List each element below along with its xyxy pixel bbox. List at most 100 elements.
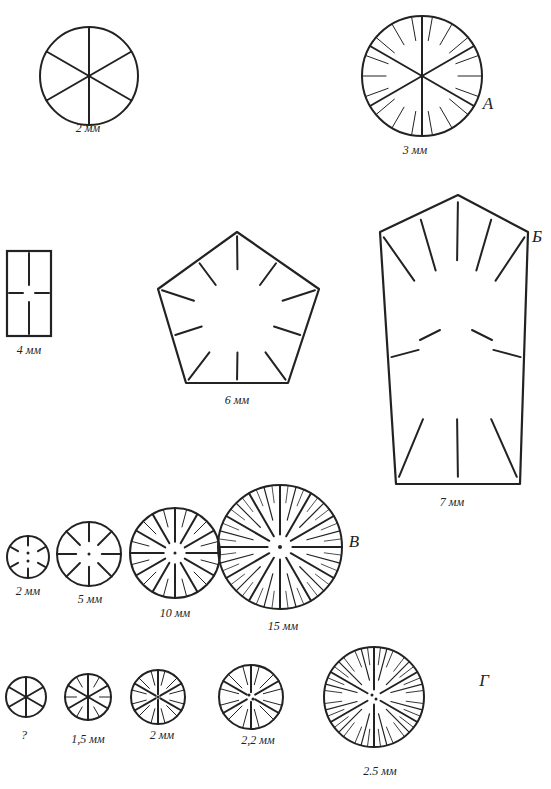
septum-line [476,220,491,271]
section-outline [158,232,319,383]
septum-line [162,290,194,300]
septum-line [392,107,404,128]
septum-line [404,678,420,685]
center-dot [157,696,160,699]
septum-line [167,678,178,689]
septum-line [220,554,253,563]
septum-line [98,531,112,545]
septum-line [87,674,89,697]
septum-line [400,667,414,678]
septum-line [88,697,108,709]
septum-line [200,263,216,285]
septum-line [174,508,176,542]
septum-line [220,531,253,540]
septum-line [249,493,274,536]
septum-line [9,687,26,697]
septum-line [324,701,341,703]
size-label: 5 мм [78,592,102,606]
septum-line [242,498,253,512]
septum-line [65,697,77,698]
septum-line [9,292,23,294]
center-dot [371,694,374,697]
septum-line [256,588,263,604]
septum-line [286,493,311,536]
septum-line [491,419,517,477]
septum-line [412,17,416,41]
septum-line [428,17,432,41]
septum-line [367,647,369,664]
septum-line [378,729,380,746]
septum-line [260,706,274,720]
section-outline [218,485,342,609]
septum-line [26,687,43,697]
septum-line [328,709,344,716]
septum-line [378,647,380,664]
septum-line [94,677,100,687]
septum-line [132,541,149,546]
septum-line [400,717,414,728]
septum-line [218,546,268,548]
septum-line [260,674,274,688]
septum-line [249,558,274,601]
septum-line [167,706,178,717]
septum-line [223,564,239,571]
septum-line [321,523,337,530]
septum-line [236,503,260,527]
septum-line [89,52,131,77]
septum-line [26,697,43,707]
septum-line [376,37,394,52]
size-label: 3 мм [403,143,427,157]
septum-line [151,671,155,685]
septum-line [250,702,252,729]
septum-line [189,352,210,379]
septum-line [220,700,239,705]
septum-line [456,55,479,63]
septum-line [339,709,362,732]
center-dot [174,552,177,555]
septum-line [28,302,30,334]
septum-line [88,76,90,125]
section-outline [362,16,482,136]
septum-line [254,666,259,685]
septum-line [161,671,165,685]
septum-line [153,514,170,543]
septum-line [226,553,269,578]
septum-line [373,647,375,690]
septum-line [250,665,252,692]
septum-line [88,567,90,586]
section-outline [130,508,220,598]
septum-line [260,263,276,285]
septum-line [254,709,259,728]
septum-line [25,697,27,717]
septum-line [297,588,304,604]
section-outline [219,665,283,729]
septum-line [68,697,88,709]
septum-line [292,546,342,548]
septum-line [421,220,436,271]
size-label: ? [21,728,27,742]
septum-line [170,690,184,694]
size-label: 4 мм [17,343,41,357]
septum-line [182,579,187,596]
septum-line [386,709,409,732]
septum-line [231,509,245,520]
septum-line [57,553,76,555]
septum-line [420,330,440,340]
septum-line [242,582,253,596]
septum-line [272,486,274,503]
septum-line [136,531,165,548]
septum-line [422,46,474,76]
septum-line [27,569,29,578]
section-outline [324,647,424,747]
septum-line [286,558,311,601]
septum-line [182,510,187,527]
septum-line [130,552,164,554]
section-outline [65,674,111,720]
row-letter: В [349,532,359,551]
septum-line [472,330,492,340]
row-letter: Г [479,671,489,690]
septum-line [243,666,248,685]
size-label: 2 мм [16,584,40,598]
septum-line [339,662,362,685]
septum-line [66,563,80,577]
